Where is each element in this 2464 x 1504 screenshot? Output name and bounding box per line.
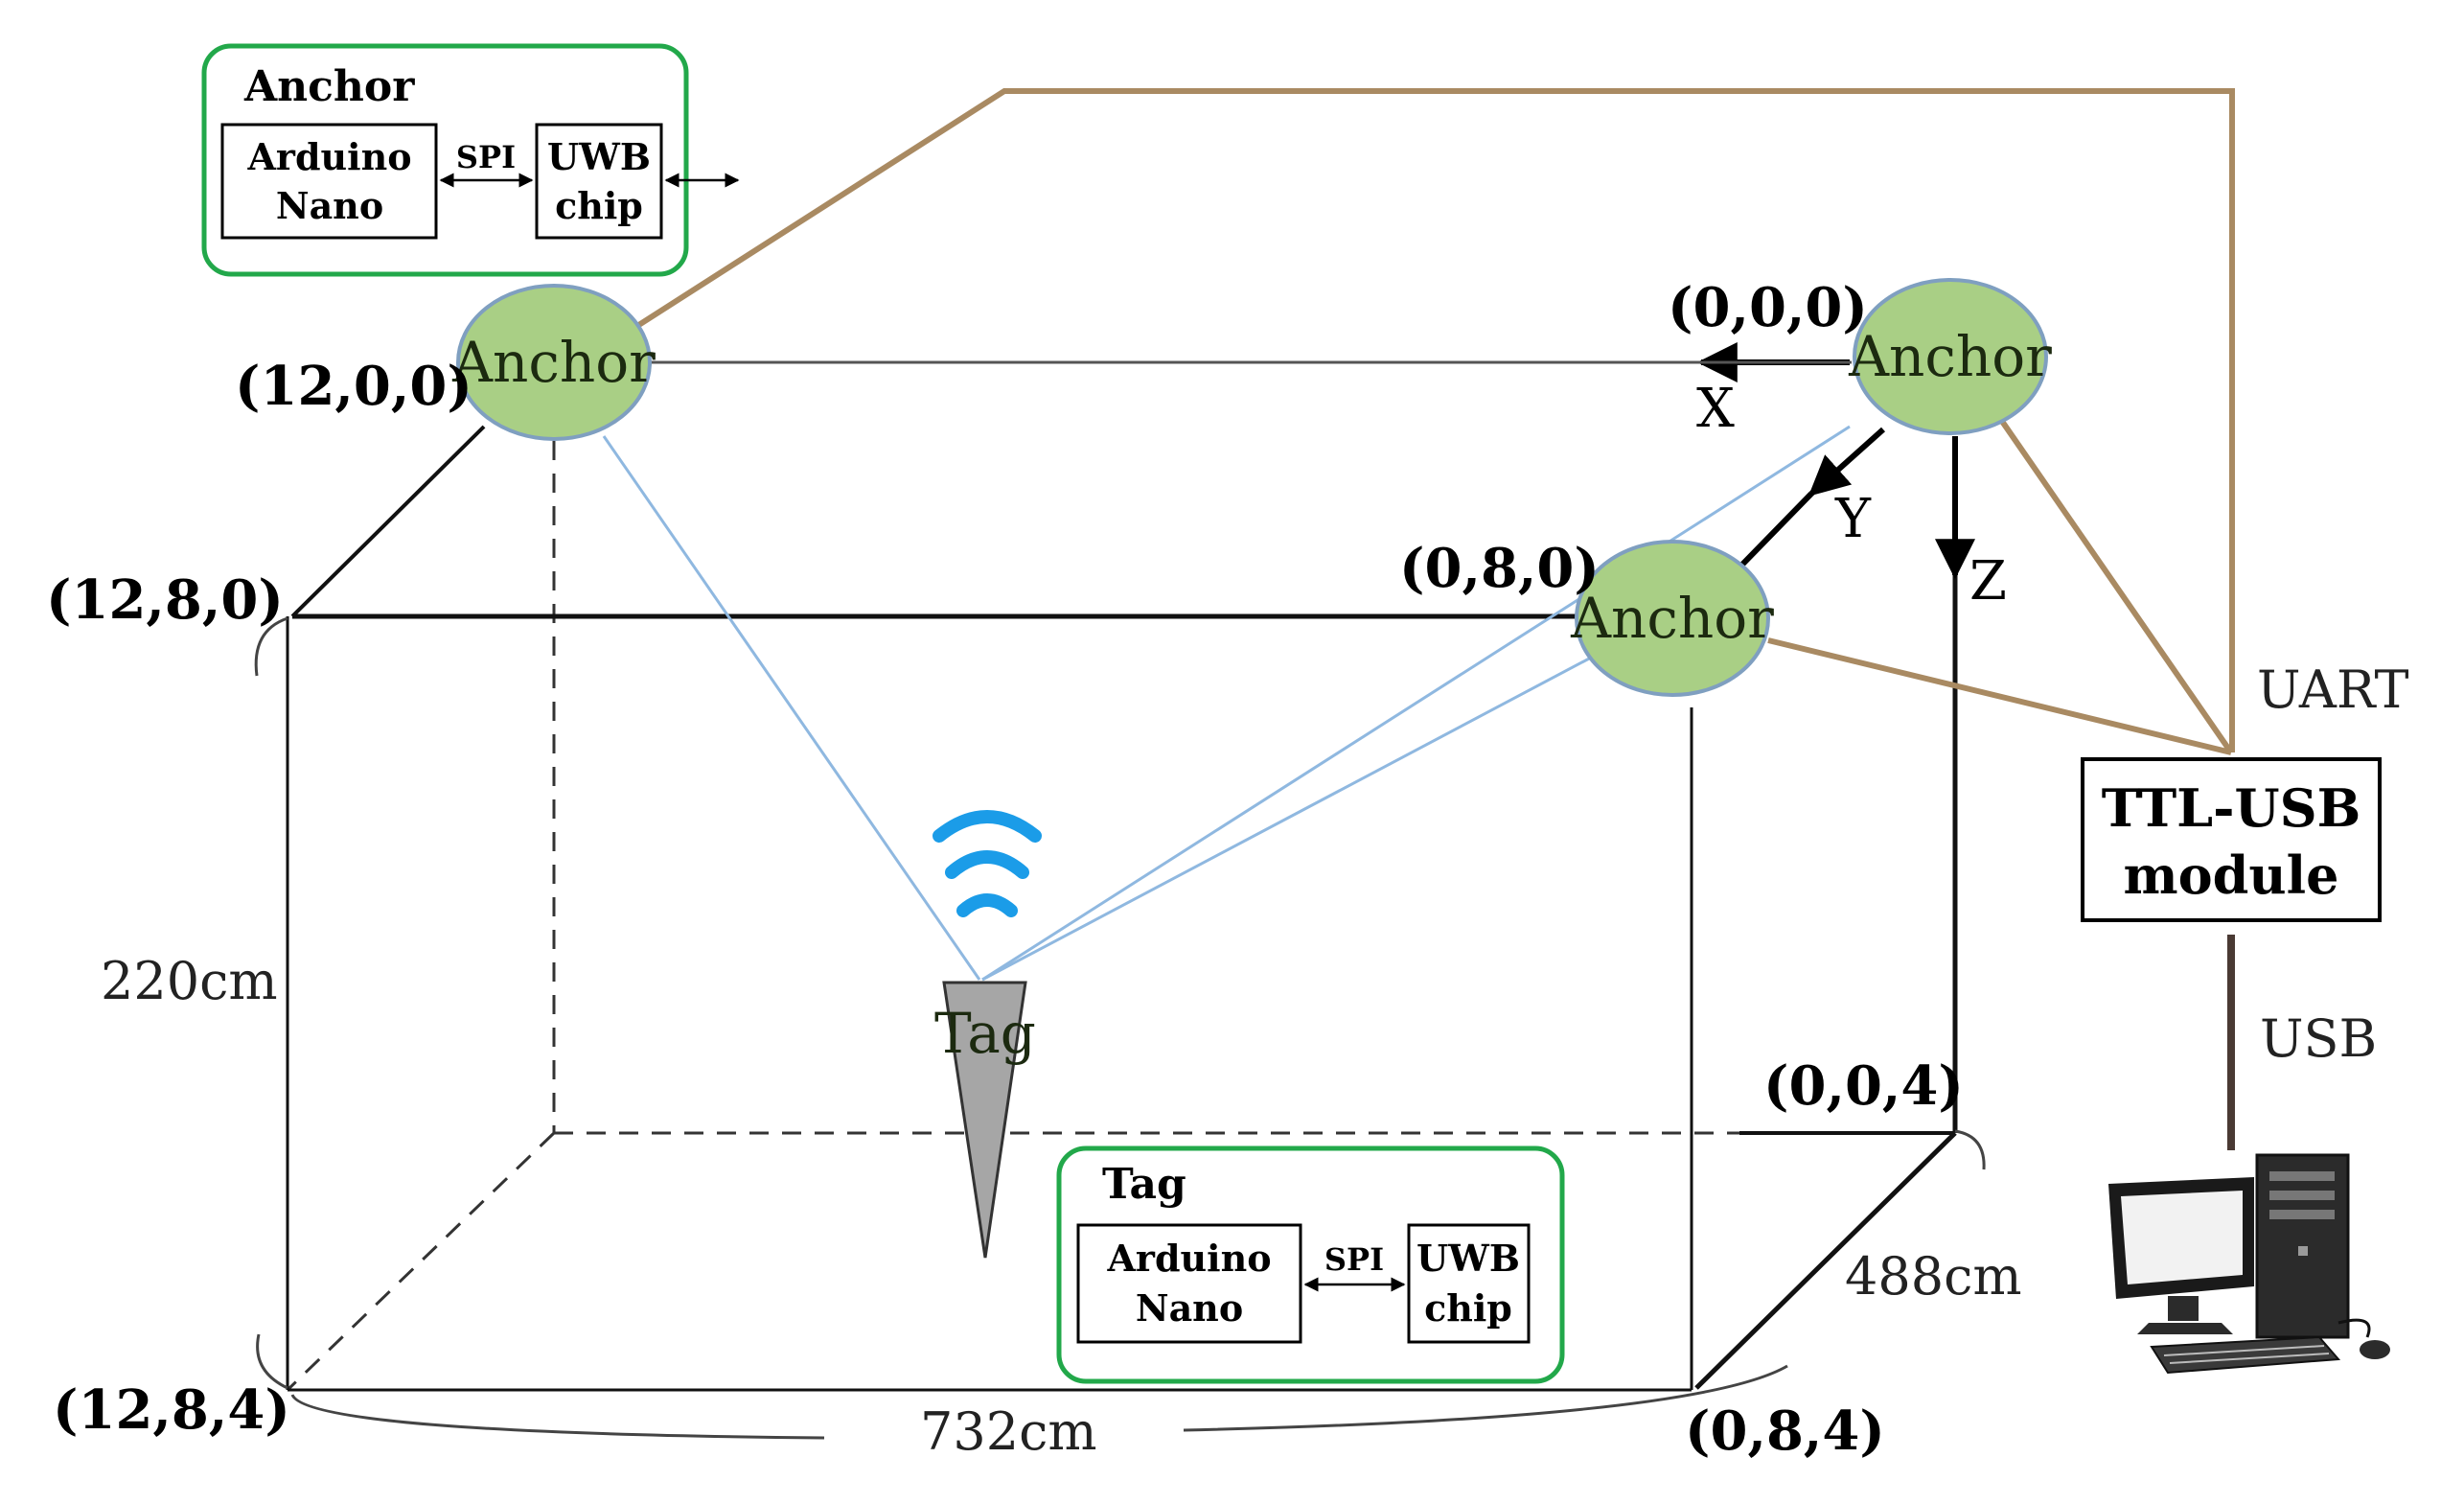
corner-0-0-4: (0,0,4) [1763, 1054, 1964, 1118]
width-dimension: 732cm [920, 1401, 1097, 1462]
anchor-uwb-line1: UWB [547, 135, 651, 178]
height-dimension: 220cm [101, 951, 278, 1011]
anchor-box-title: Anchor [243, 62, 415, 111]
z-axis-label: Z [1969, 550, 2007, 613]
anchor-3-label: Anchor [1570, 586, 1774, 651]
anchor-1-coord: (12,0,0) [235, 355, 472, 418]
tag-box-title: Tag [1102, 1160, 1186, 1209]
dimension-brackets [254, 616, 1986, 1440]
depth-dimension: 488cm [1845, 1246, 2022, 1307]
tag-arduino-block [1076, 1223, 1302, 1344]
tag-node: Tag [934, 981, 1036, 1259]
anchor-component-box: Anchor Arduino Nano UWB chip SPI [201, 43, 740, 277]
corner-12-8-4: (12,8,4) [53, 1378, 290, 1442]
corner-0-8-4: (0,8,4) [1685, 1400, 1885, 1463]
corner-12-8-0: (12,8,0) [46, 568, 284, 632]
tag-arduino-line2: Nano [1136, 1286, 1243, 1330]
anchor-spi-label: SPI [456, 139, 516, 175]
ttl-usb-module: TTL-USB module [2081, 757, 2382, 922]
room-edges [286, 425, 1958, 1392]
uart-label: UART [2257, 659, 2409, 720]
y-axis-label: Y [1834, 488, 1872, 550]
tag-spi-label: SPI [1324, 1241, 1384, 1278]
tag-label: Tag [934, 1001, 1036, 1066]
room-hidden-edges [286, 441, 1739, 1392]
wifi-signal-icon [933, 810, 1042, 917]
anchor-2-label: Anchor [1848, 324, 2052, 389]
anchor-tag-range-lines [602, 425, 1851, 982]
x-axis-label: X [1696, 378, 1735, 440]
tag-uwb-line1: UWB [1416, 1237, 1520, 1280]
anchor-uwb-line2: chip [555, 184, 643, 227]
anchor-arduino-block [220, 123, 438, 240]
anchor-1-label: Anchor [451, 330, 656, 395]
module-line2: module [2123, 845, 2338, 906]
anchor-uwb-block [535, 123, 663, 240]
anchor-2-coord: (0,0,0) [1668, 276, 1868, 339]
anchor-node-1: Anchor [451, 284, 656, 441]
desktop-computer-icon [2108, 1153, 2390, 1375]
anchor-node-2: Anchor [1848, 278, 2052, 435]
tag-arduino-line1: Arduino [1106, 1237, 1271, 1280]
uart-wiring [635, 88, 2235, 755]
tag-uwb-block [1407, 1223, 1531, 1344]
usb-label: USB [2260, 1008, 2377, 1069]
anchor-node-3: Anchor [1570, 540, 1774, 697]
anchor-arduino-line1: Arduino [246, 135, 411, 178]
tag-uwb-line2: chip [1424, 1286, 1512, 1330]
module-line1: TTL-USB [2102, 777, 2361, 839]
tag-component-box: Tag Arduino Nano UWB chip SPI [1056, 1145, 1565, 1384]
anchor-3-coord: (0,8,0) [1399, 537, 1600, 600]
anchor-arduino-line2: Nano [276, 184, 383, 227]
